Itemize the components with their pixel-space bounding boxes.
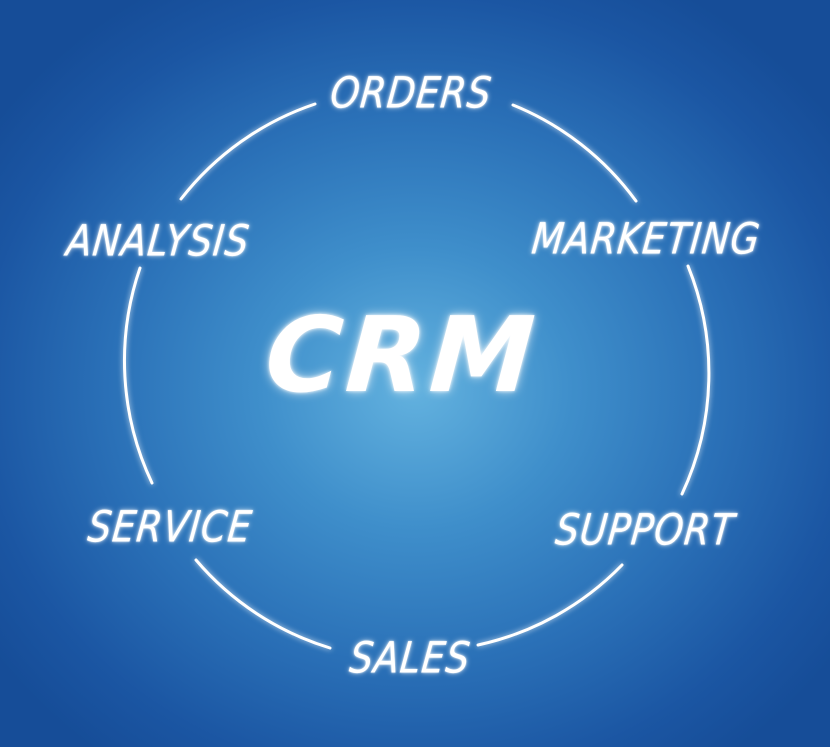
node-label-sales: SALES — [347, 633, 473, 684]
node-label-orders: ORDERS — [327, 68, 495, 119]
arc-service-analysis — [122, 266, 154, 485]
arc-marketing-support — [680, 264, 711, 496]
node-label-marketing: MARKETING — [529, 214, 763, 265]
node-label-service: SERVICE — [85, 502, 255, 553]
arc-orders-marketing — [511, 103, 638, 203]
arc-analysis-orders — [179, 102, 317, 201]
center-label-crm: CRM — [261, 294, 543, 416]
arc-support-sales — [476, 563, 624, 647]
node-label-analysis: ANALYSIS — [64, 216, 253, 267]
node-label-support: SUPPORT — [553, 505, 737, 556]
arc-sales-service — [194, 558, 332, 650]
